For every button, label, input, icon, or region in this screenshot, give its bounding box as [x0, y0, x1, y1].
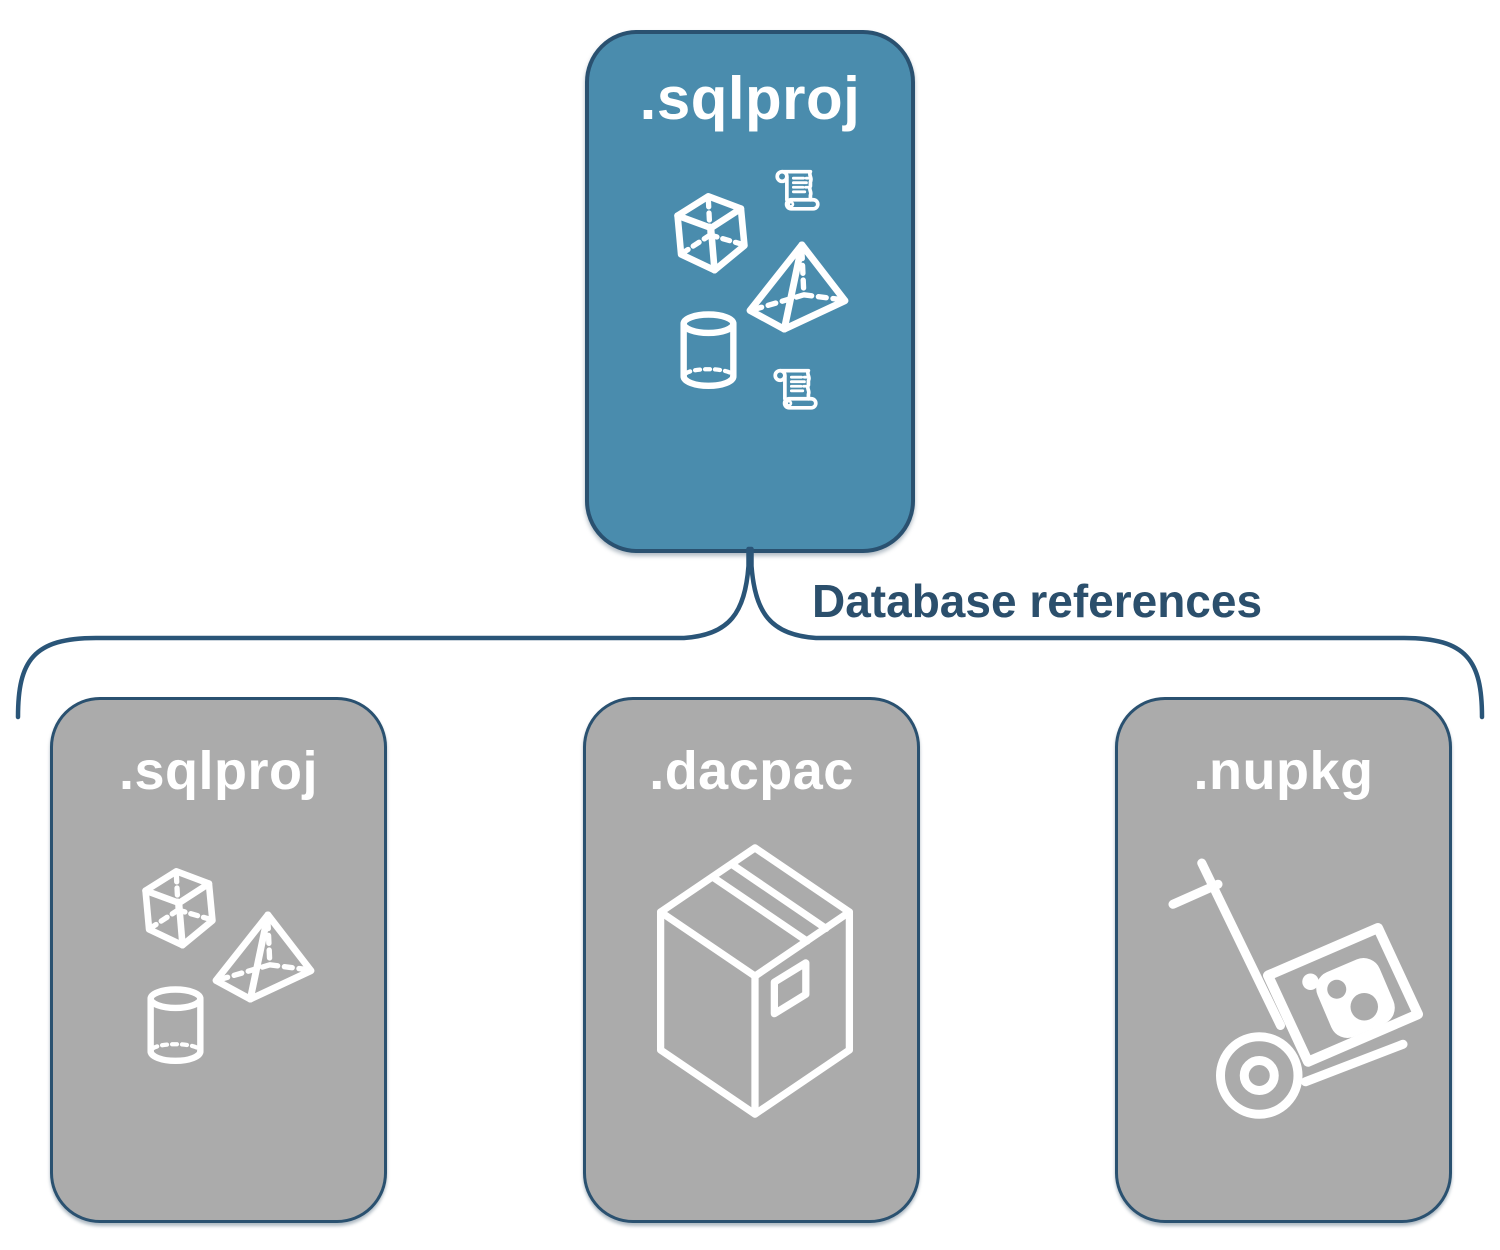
package-box-icon: [656, 844, 854, 1118]
pyramid-icon: [212, 911, 315, 1003]
child-node-label: .dacpac: [649, 741, 854, 801]
cylinder-icon: [147, 986, 204, 1065]
cylinder-icon: [680, 311, 737, 390]
node-parent-sqlproj: .sqlproj: [585, 30, 915, 553]
scroll-icon: [773, 368, 818, 410]
node-child-dacpac: .dacpac: [583, 697, 920, 1223]
pyramid-icon: [746, 241, 849, 333]
node-child-nupkg: .nupkg: [1115, 697, 1452, 1223]
scroll-icon: [775, 169, 820, 211]
child-node-label: .nupkg: [1193, 741, 1374, 801]
connector-label: Database references: [812, 575, 1263, 627]
nuget-hand-truck-icon: [1168, 858, 1423, 1119]
cube-icon: [142, 867, 216, 949]
node-child-sqlproj: .sqlproj: [50, 697, 387, 1223]
child-node-label: .sqlproj: [118, 741, 318, 801]
parent-node-label: .sqlproj: [639, 65, 861, 132]
cube-icon: [674, 192, 748, 274]
